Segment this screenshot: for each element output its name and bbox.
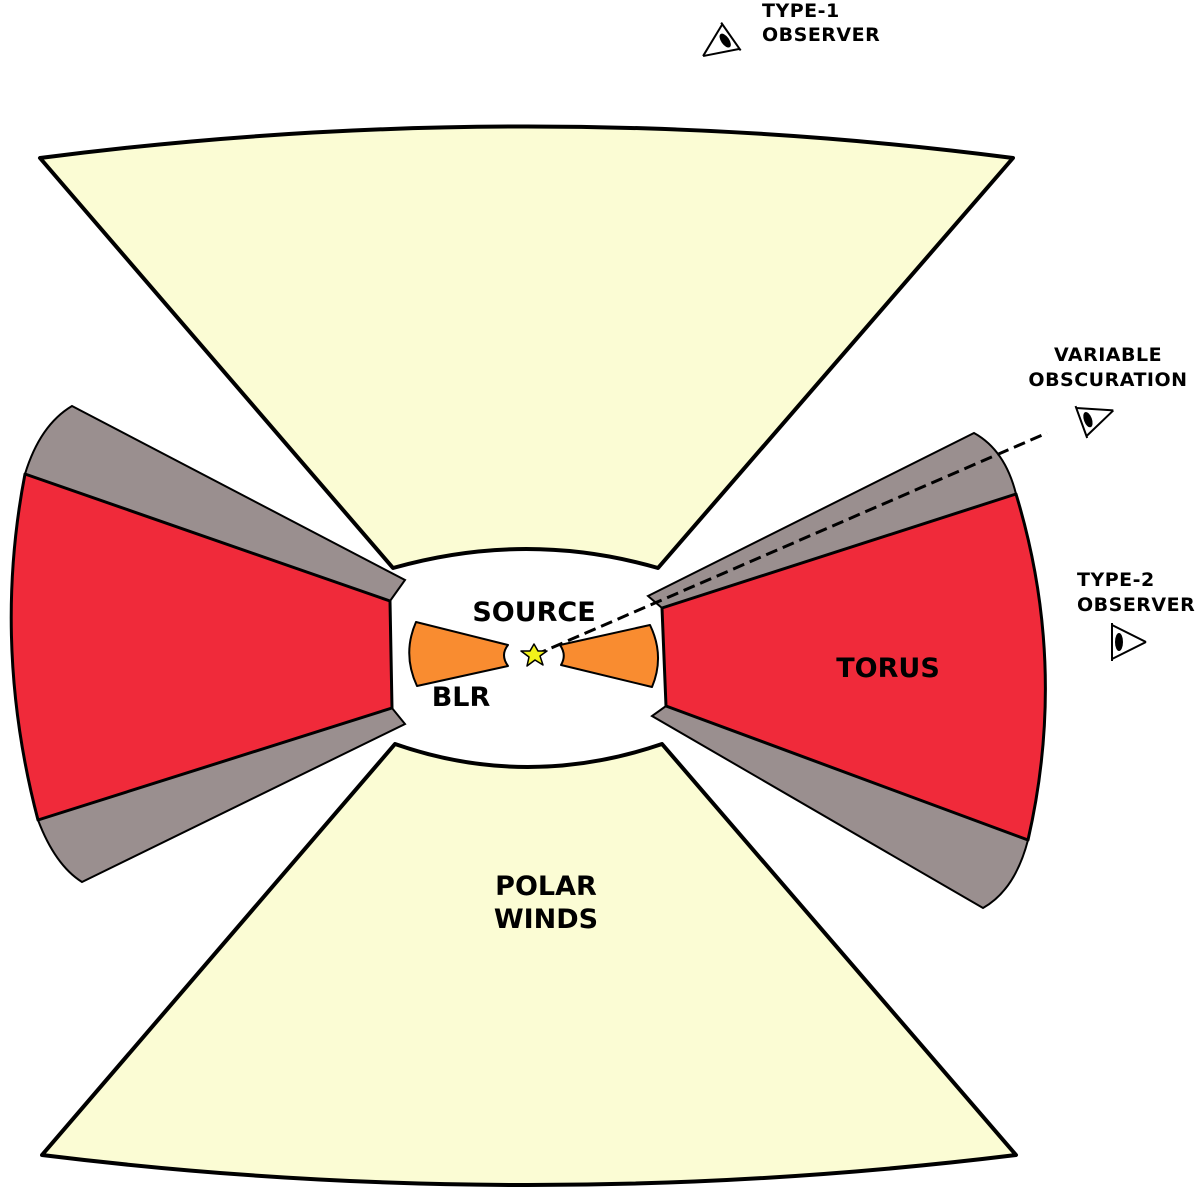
- eye-icon: [1111, 623, 1147, 661]
- polar-wind-upper: [38, 124, 1015, 570]
- source-label: SOURCE: [472, 597, 595, 628]
- eye-icon: [702, 22, 742, 58]
- polar-wind-lower: [40, 742, 1018, 1187]
- type1-label-line1: TYPE-1: [762, 0, 840, 22]
- blr-label: BLR: [432, 682, 491, 713]
- blr-right: [559, 624, 660, 688]
- type2-label-line2: OBSERVER: [1077, 594, 1195, 616]
- type1-label-line2: OBSERVER: [762, 24, 880, 46]
- torus-right: [660, 492, 1047, 842]
- torus-left: [9, 472, 394, 822]
- blr-left: [408, 621, 509, 687]
- polar-winds-label-line1: POLAR: [495, 871, 597, 902]
- type2-label-line1: TYPE-2: [1077, 569, 1155, 591]
- line-of-sight: [534, 431, 1048, 657]
- variable-label-line2: OBSCURATION: [1028, 369, 1187, 391]
- variable-label-line1: VARIABLE: [1054, 344, 1162, 366]
- star-icon: [520, 643, 548, 667]
- polar-winds-label-line2: WINDS: [494, 904, 598, 935]
- torus-label: TORUS: [836, 653, 940, 684]
- torus-edge-right-lower: [650, 704, 1030, 910]
- torus-edge-left-lower: [36, 706, 407, 884]
- eye-icon: [1074, 405, 1115, 439]
